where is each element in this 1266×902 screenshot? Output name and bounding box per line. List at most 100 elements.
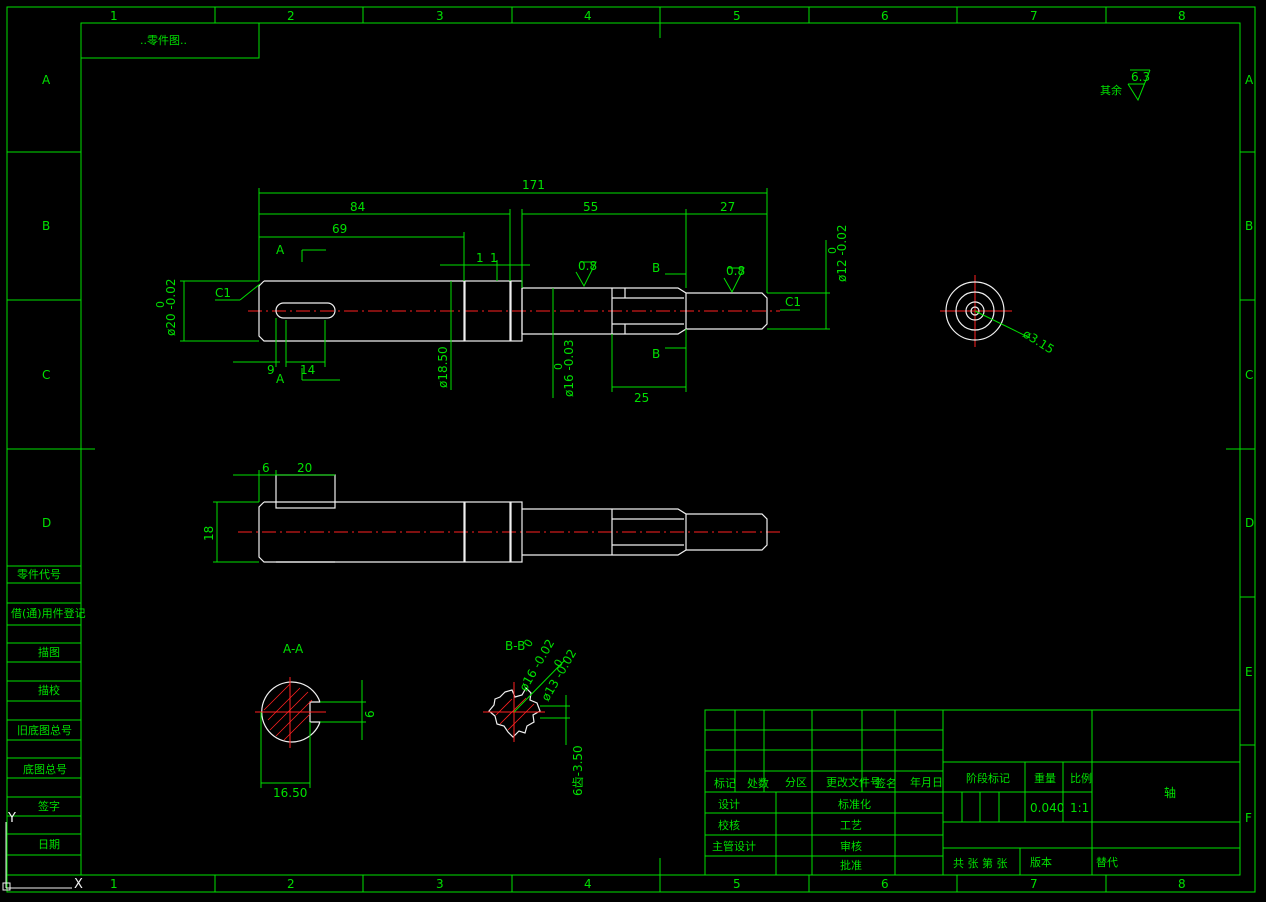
tb-label-change-doc: 更改文件号	[826, 775, 881, 789]
sec-b-top: B	[652, 261, 660, 275]
row-letter: D	[42, 516, 51, 530]
dimensions-top-view: 6 20 18	[202, 461, 335, 563]
dim-1b: 1	[490, 251, 498, 265]
left-strip-label: 借(通)用件登记	[11, 606, 86, 620]
dim-1a: 1	[476, 251, 484, 265]
dim-18: 18	[202, 526, 216, 541]
dim-25: 25	[634, 391, 649, 405]
col-number: 6	[881, 9, 889, 23]
col-number: 6	[881, 877, 889, 891]
dim-aa-16-50: 16.50	[273, 786, 307, 800]
sec-a-top: A	[276, 243, 285, 257]
dim-6: 6	[262, 461, 270, 475]
tb-label-date: 年月日	[910, 775, 943, 789]
chamfer-left: C1	[215, 286, 231, 300]
col-number: 1	[110, 877, 118, 891]
tb-label-zone: 分区	[785, 776, 807, 789]
col-number: 7	[1030, 9, 1038, 23]
left-strip-label: 描图	[38, 645, 60, 659]
tb-scale-value: 1:1	[1070, 801, 1089, 815]
col-number: 4	[584, 877, 592, 891]
col-number: 5	[733, 877, 741, 891]
section-bb-title: B-B	[505, 639, 525, 653]
row-letter: E	[1245, 665, 1253, 679]
dim-9: 9	[267, 363, 275, 377]
left-strip-label: 底图总号	[23, 762, 67, 776]
tb-label-mark: 标记	[714, 776, 736, 790]
top-left-box-label: ..零件图..	[140, 34, 187, 47]
dim-69: 69	[332, 222, 347, 236]
dimensions-main: 171 84 55 27 69 1 1 9 14 A A	[154, 178, 849, 405]
tb-label-count: 处数	[747, 777, 769, 790]
tb-stage-mark: 阶段标记	[966, 771, 1010, 785]
row-letters: A B C D A B C D E F	[42, 73, 1254, 825]
dim-dia12: ø12 -0.02	[835, 225, 849, 282]
tb-process: 工艺	[840, 819, 862, 832]
title-block: 标记 处数 分区 更改文件号 签名 年月日 设计 标准化 校核 工艺 主管设计 …	[704, 709, 1241, 876]
row-letter: A	[42, 73, 51, 87]
col-number: 3	[436, 877, 444, 891]
row-letter: F	[1245, 811, 1252, 825]
left-strip-label: 零件代号	[17, 568, 61, 581]
dim-20: 20	[297, 461, 312, 475]
chamfer-right: C1	[785, 295, 801, 309]
left-strip-label: 签字	[38, 799, 60, 813]
ucs-icon: Y X	[2, 811, 83, 892]
tb-chief: 主管设计	[712, 839, 756, 853]
col-number: 2	[287, 9, 295, 23]
dim-14: 14	[300, 363, 315, 377]
tb-review: 审核	[840, 839, 862, 853]
roughness-other: 其余 6.3	[1100, 69, 1151, 102]
sec-a-bottom: A	[276, 372, 285, 386]
sec-b-bottom: B	[652, 347, 660, 361]
section-aa-title: A-A	[283, 642, 304, 656]
left-strip-label: 日期	[38, 838, 60, 851]
row-letter: D	[1245, 516, 1254, 530]
col-number: 7	[1030, 877, 1038, 891]
dim-dia18-50: ø18.50	[436, 346, 450, 388]
row-letter: C	[42, 368, 50, 382]
tb-weight: 重量	[1034, 771, 1056, 785]
section-aa: A-A 16.50 6	[255, 642, 377, 800]
left-strip: 零件代号 借(通)用件登记 描图 描校 旧底图总号 底图总号 签字 日期	[7, 565, 86, 876]
tb-label-sign: 签名	[875, 776, 897, 790]
shaft-top-view	[238, 474, 780, 563]
dim-84: 84	[350, 200, 365, 214]
ucs-y-label: Y	[7, 811, 16, 826]
left-strip-label: 描校	[38, 683, 60, 697]
col-number: 3	[436, 9, 444, 23]
roughness-2: 0.8	[726, 264, 745, 278]
dim-171: 171	[522, 178, 545, 192]
tb-standard: 标准化	[838, 797, 871, 811]
end-view: ø3.15	[940, 275, 1057, 357]
tb-scale: 比例	[1070, 771, 1092, 785]
tb-sheets: 共 张 第 张	[953, 856, 1008, 870]
section-bb: B-B ø16 -0.02 0 ø13 -0.02 0 6齿-3.50	[483, 637, 585, 796]
tb-design: 设计	[718, 798, 740, 811]
dim-bb-width: 6齿-3.50	[571, 745, 585, 796]
col-number: 1	[110, 9, 118, 23]
top-left-box	[80, 22, 260, 59]
tb-check: 校核	[718, 818, 740, 832]
row-letter: C	[1245, 368, 1253, 382]
col-number: 2	[287, 877, 295, 891]
row-letter: B	[42, 219, 50, 233]
col-number: 8	[1178, 877, 1186, 891]
shaft-main-view	[248, 280, 780, 342]
column-numbers: 1 2 3 4 5 6 7 8 1 2 3 4 5 6 7 8	[110, 9, 1186, 891]
col-number: 5	[733, 9, 741, 23]
dim-dia16-upper: 0	[552, 363, 565, 370]
tb-replace: 替代	[1096, 855, 1118, 869]
row-letter: A	[1245, 73, 1254, 87]
ucs-x-label: X	[74, 877, 83, 892]
dim-dia16: ø16 -0.03	[562, 340, 576, 397]
drawing-frame	[6, 6, 1256, 893]
dim-55: 55	[583, 200, 598, 214]
tb-version: 版本	[1030, 855, 1052, 869]
dim-27: 27	[720, 200, 735, 214]
dim-dia12-upper: 0	[826, 247, 839, 254]
row-letter: B	[1245, 219, 1253, 233]
left-strip-label: 旧底图总号	[17, 723, 72, 737]
tb-weight-value: 0.040	[1030, 801, 1064, 815]
